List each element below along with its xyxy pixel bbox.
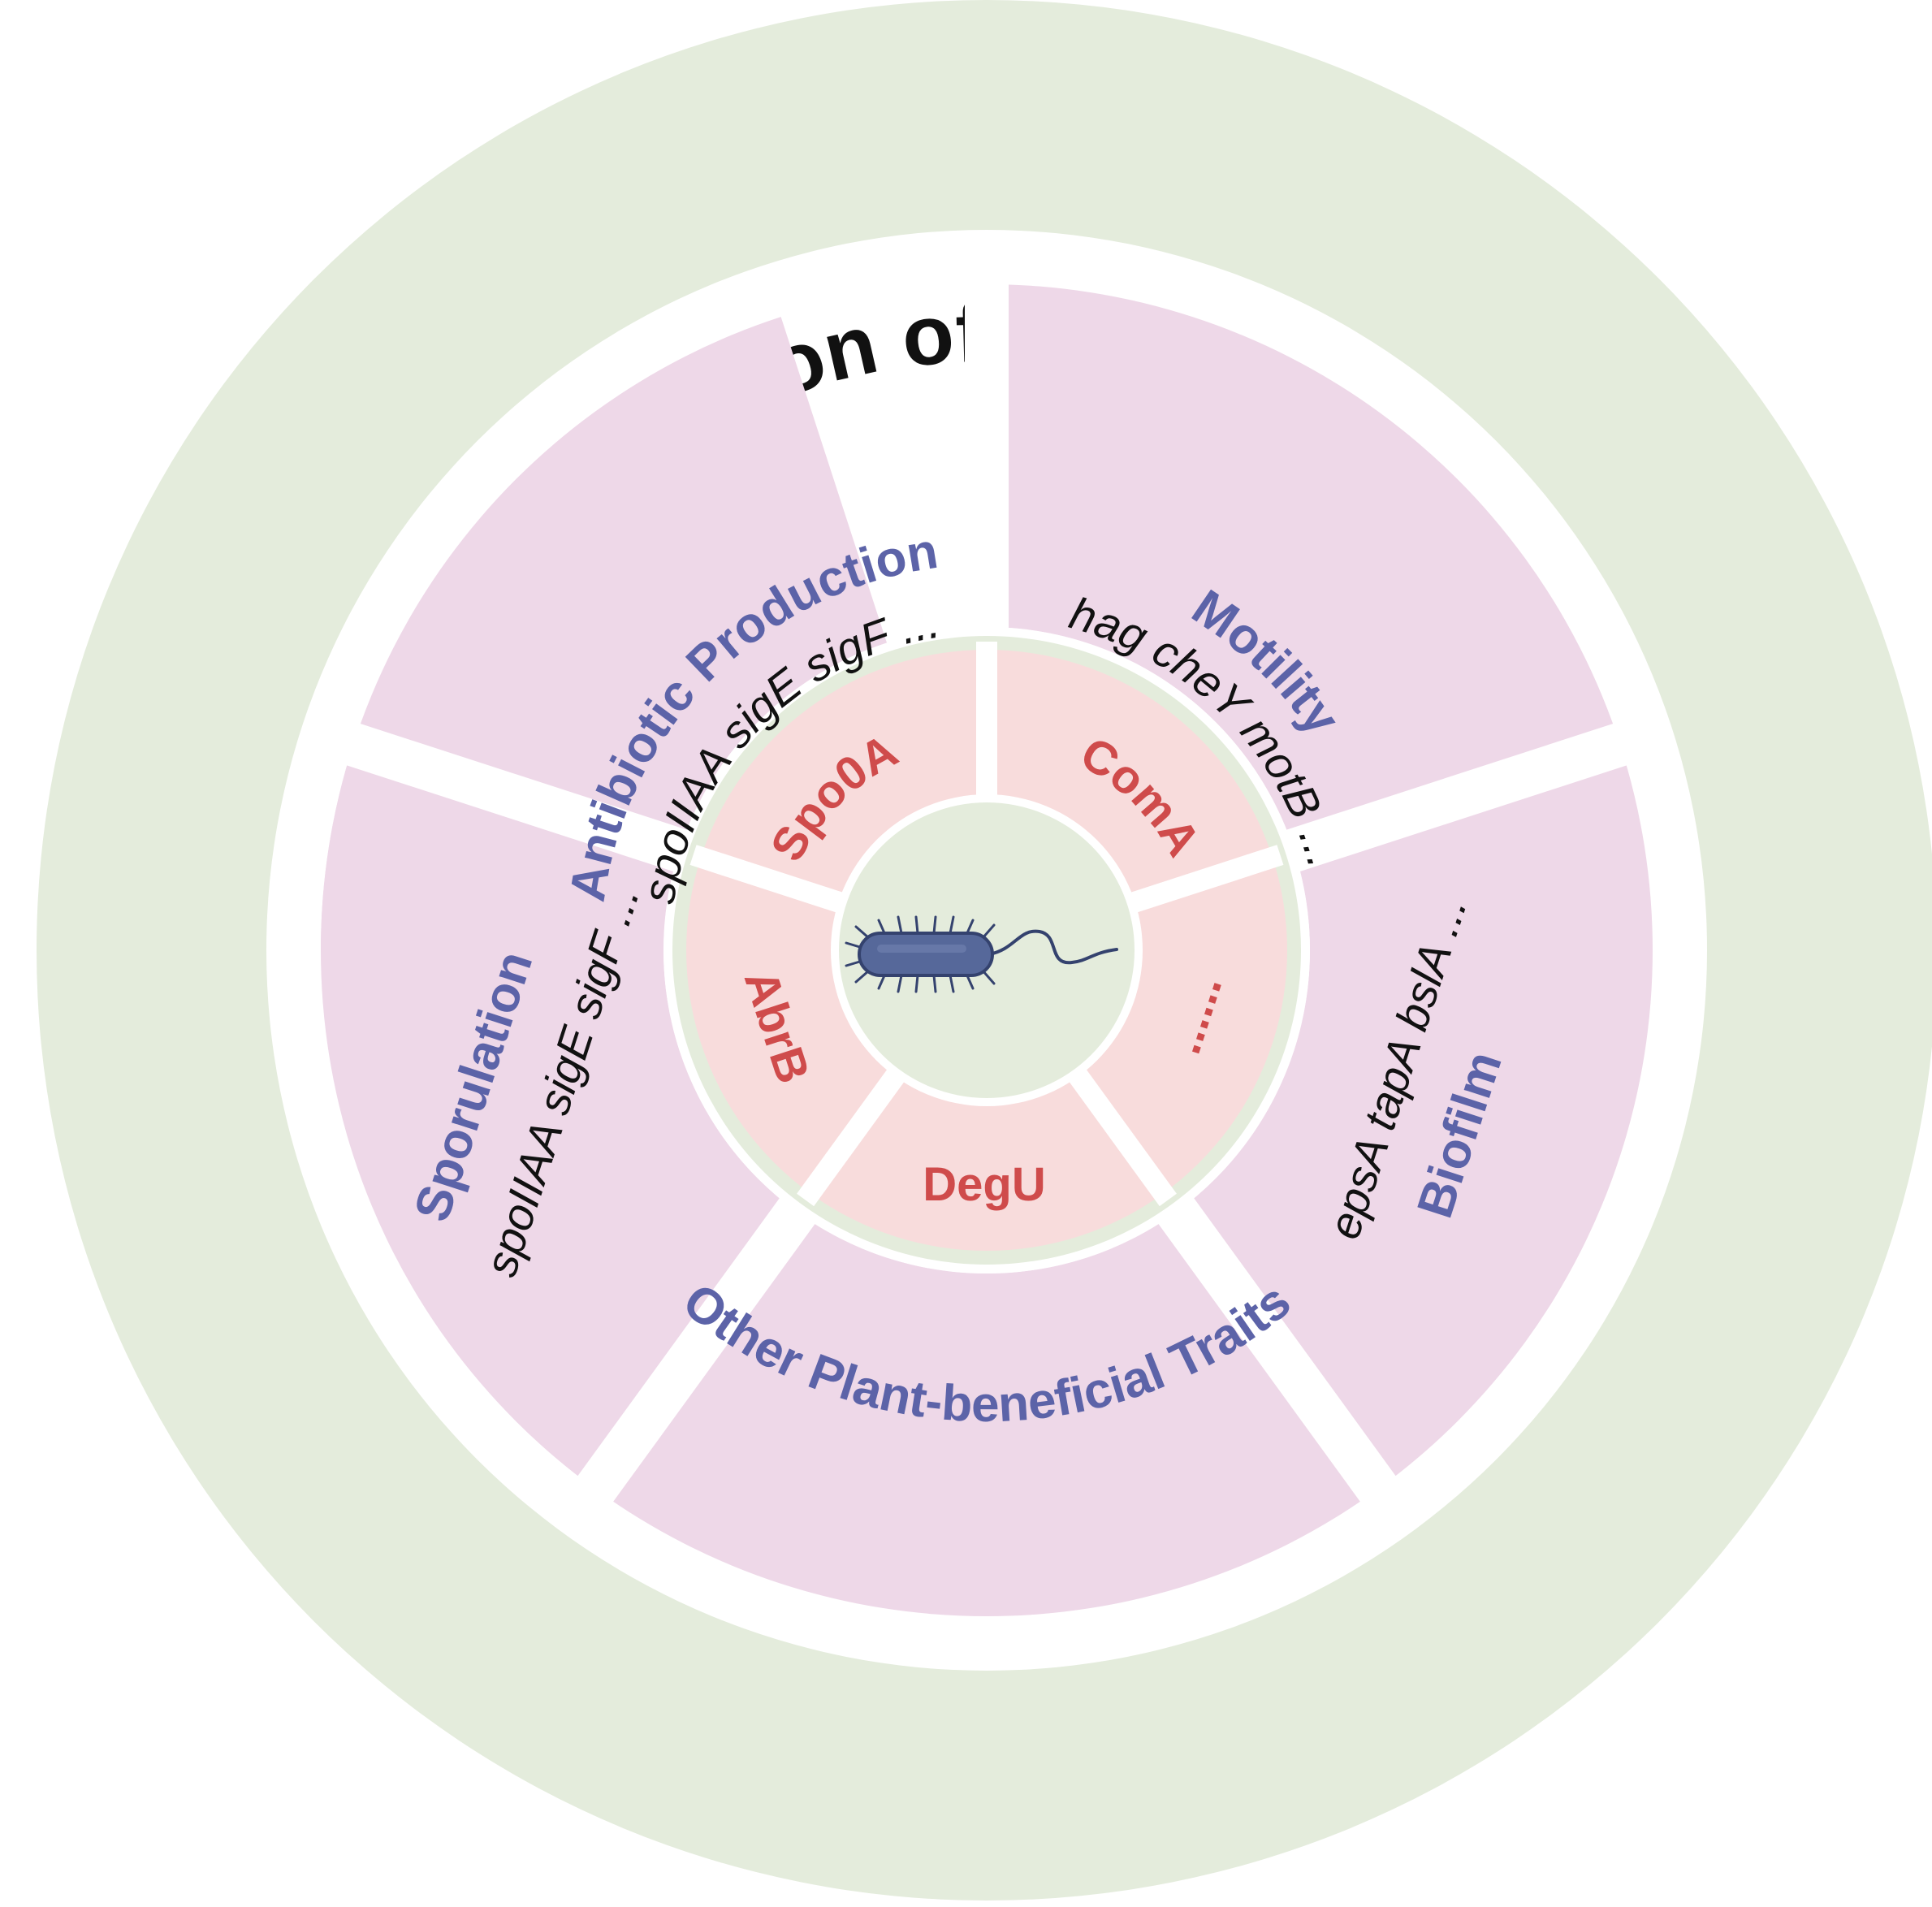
trait-sector-biofilm — [1176, 744, 1653, 1490]
bacterium-body — [858, 932, 994, 977]
regulator-separator — [1122, 845, 1284, 915]
regulator-ring — [686, 650, 1288, 1252]
regulator-separator — [689, 845, 851, 915]
regulator-separator — [797, 1062, 910, 1207]
bacterium-flagellum — [988, 929, 1118, 965]
regulator-sector-abrb — [686, 857, 897, 1194]
regulator-separators — [689, 642, 1284, 1207]
regulator-sector-degu — [810, 1075, 1164, 1252]
regulator-label-degu: DegU — [923, 1158, 1045, 1211]
trait-sector-sporulation — [321, 744, 797, 1490]
trait-ring — [321, 284, 1653, 1617]
regulator-sector-more — [1077, 857, 1288, 1194]
regulator-sector-spo0a — [701, 650, 987, 903]
trait-separator — [1150, 1187, 1406, 1516]
regulator-separator — [1064, 1062, 1177, 1207]
regulator-sector-coma — [987, 650, 1273, 903]
trait-separators — [331, 268, 1643, 1516]
trait-separator — [331, 718, 700, 876]
trait-separator — [1273, 718, 1643, 876]
trait-separator — [568, 1187, 823, 1516]
bacterium-icon — [845, 915, 1118, 993]
trait-sector-motility — [987, 284, 1620, 851]
bacterium-highlight — [877, 945, 966, 953]
trait-sector-other — [595, 1211, 1378, 1617]
